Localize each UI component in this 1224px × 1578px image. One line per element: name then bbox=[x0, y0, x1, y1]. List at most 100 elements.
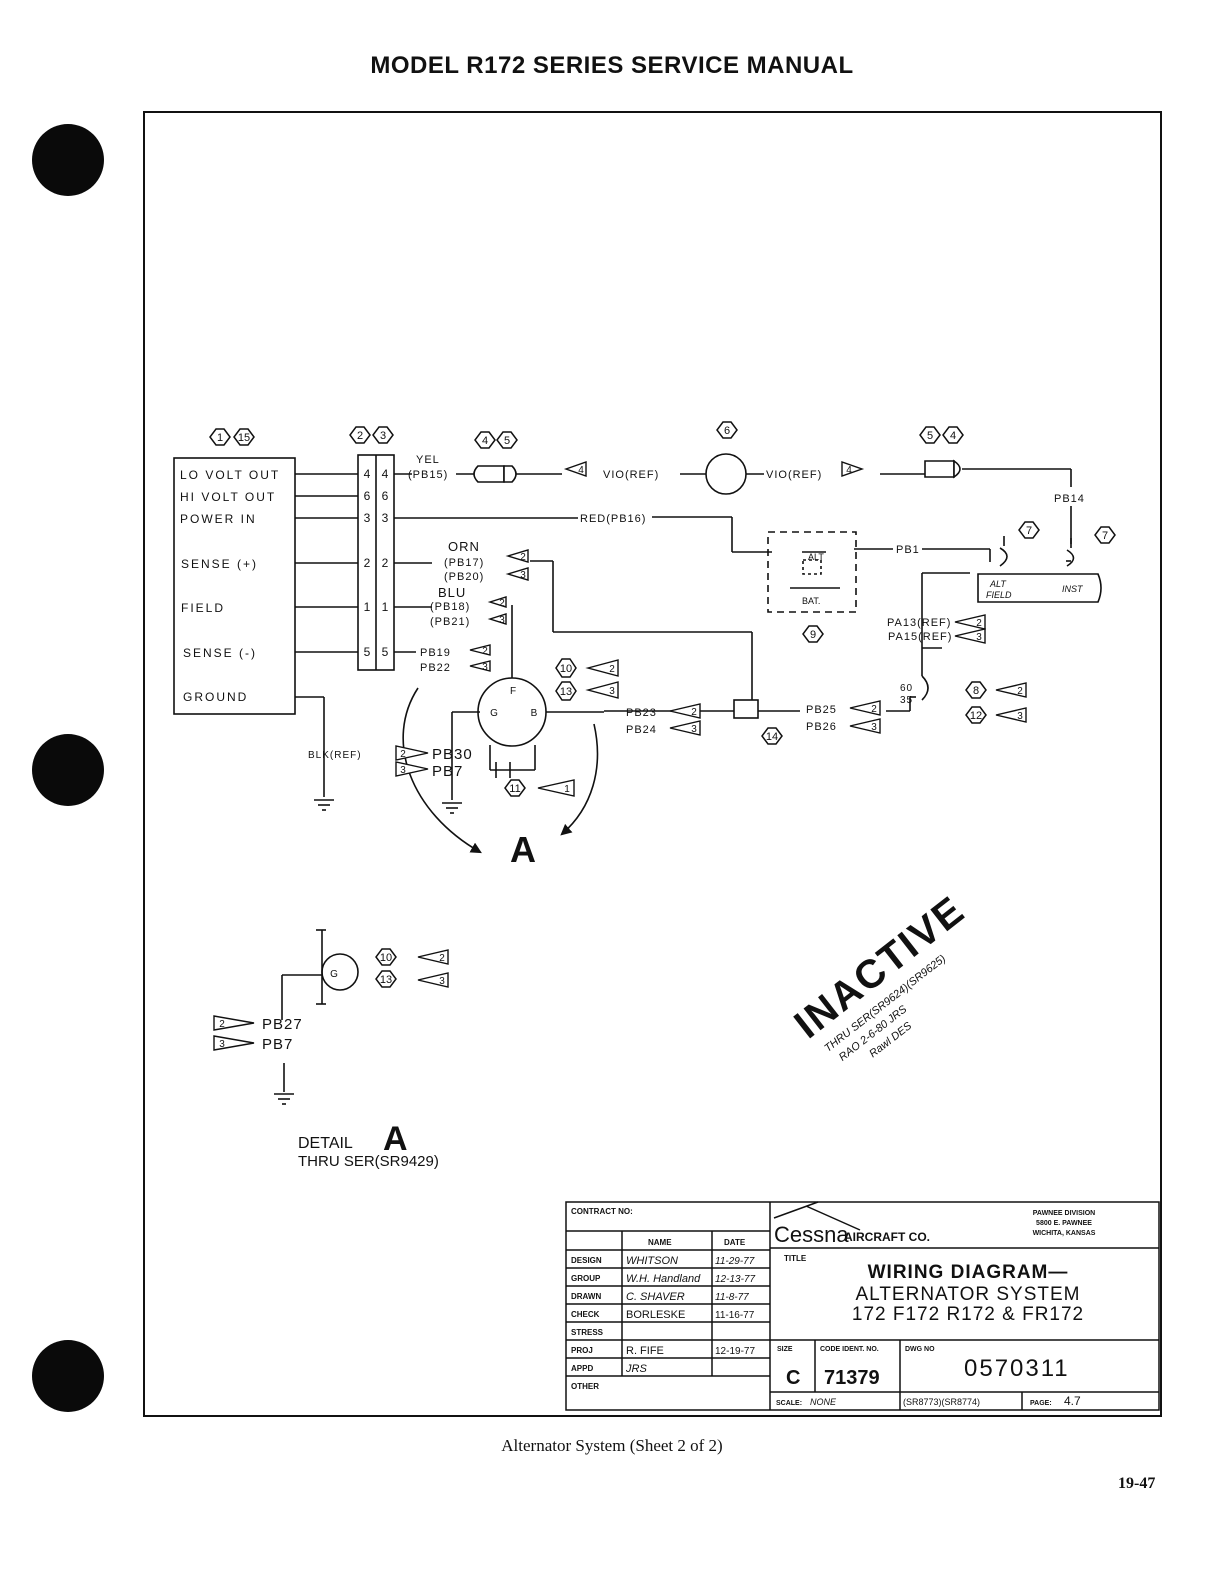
switch-label-alt: ALT bbox=[808, 552, 824, 562]
wire-label-pb23: PB23 bbox=[626, 707, 657, 719]
division-line: PAWNEE DIVISION bbox=[1033, 1210, 1096, 1217]
flag-2: 2 bbox=[499, 598, 505, 609]
binder-hole-bottom bbox=[32, 1340, 104, 1412]
callout-2: 2 bbox=[357, 430, 363, 442]
flag-3: 3 bbox=[691, 724, 697, 735]
title-label: TITLE bbox=[784, 1254, 807, 1263]
terminal-ground: GROUND bbox=[183, 690, 248, 704]
flag-3: 3 bbox=[400, 765, 406, 776]
row-role: GROUP bbox=[571, 1274, 601, 1283]
callout-10: 10 bbox=[560, 663, 572, 675]
flag-4: 4 bbox=[578, 465, 584, 476]
serials: (SR8773)(SR8774) bbox=[903, 1397, 980, 1407]
wire-label-pb25: PB25 bbox=[806, 704, 837, 716]
page-label: PAGE: bbox=[1030, 1400, 1052, 1407]
alternator-terminal-b: B bbox=[531, 708, 538, 719]
flag-2: 2 bbox=[482, 646, 488, 657]
pin-right: 2 bbox=[382, 556, 389, 570]
callout-13: 13 bbox=[560, 686, 572, 698]
flag-3: 3 bbox=[520, 570, 526, 581]
pin-right: 5 bbox=[382, 645, 389, 659]
breaker-label-60: 60 bbox=[900, 683, 913, 694]
contract-label: CONTRACT NO: bbox=[571, 1207, 633, 1216]
terminal-power-in: POWER IN bbox=[180, 512, 257, 526]
pin-right: 1 bbox=[382, 600, 389, 614]
terminal-hi-volt-out: HI VOLT OUT bbox=[180, 490, 276, 504]
row-name: W.H. Handland bbox=[626, 1273, 701, 1285]
flag-3: 3 bbox=[439, 976, 445, 987]
pin-left: 3 bbox=[364, 511, 371, 525]
drawing-title: ALTERNATOR SYSTEM bbox=[856, 1284, 1081, 1305]
terminal-sense-plus: SENSE (+) bbox=[181, 557, 258, 571]
callout-9: 9 bbox=[810, 629, 816, 641]
wire-label-pa15: PA15(REF) bbox=[888, 631, 952, 643]
switch-label-alt-field: FIELD bbox=[986, 590, 1012, 600]
callout-4: 4 bbox=[482, 435, 488, 447]
pin-left: 2 bbox=[364, 556, 371, 570]
binder-hole-top bbox=[32, 124, 104, 196]
wire-label-pb18: (PB18) bbox=[430, 601, 470, 613]
flag-2: 2 bbox=[691, 707, 697, 718]
callout-5: 5 bbox=[927, 430, 933, 442]
switch-label-inst: INST bbox=[1062, 584, 1084, 594]
pin-left: 4 bbox=[364, 467, 371, 481]
scale-label: SCALE: bbox=[776, 1400, 802, 1407]
wire-label-pb15: (PB15) bbox=[408, 469, 448, 481]
date-header: DATE bbox=[724, 1238, 746, 1247]
splice-6 bbox=[705, 453, 747, 495]
row-name: JRS bbox=[625, 1363, 647, 1375]
row-name: C. SHAVER bbox=[626, 1291, 685, 1303]
flag-2: 2 bbox=[439, 953, 445, 964]
row-date: 11-8-77 bbox=[715, 1292, 749, 1303]
division-line: 5800 E. PAWNEE bbox=[1036, 1220, 1092, 1227]
alternator-terminal-f: F bbox=[510, 686, 516, 697]
division-line: WICHITA, KANSAS bbox=[1033, 1230, 1096, 1237]
page-number: 19-47 bbox=[1118, 1475, 1156, 1492]
binder-hole-middle bbox=[32, 734, 104, 806]
row-role: PROJ bbox=[571, 1346, 593, 1355]
wire-label-pb22: PB22 bbox=[420, 662, 451, 674]
callout-11: 11 bbox=[509, 783, 520, 795]
alternator-terminal-g: G bbox=[490, 708, 498, 719]
dwg-no-label: DWG NO bbox=[905, 1346, 935, 1353]
callout-15: 15 bbox=[238, 432, 250, 444]
callout-14: 14 bbox=[766, 731, 778, 743]
wire-label-pb14: PB14 bbox=[1054, 493, 1085, 505]
flag-2: 2 bbox=[520, 552, 526, 563]
row-role: CHECK bbox=[571, 1310, 600, 1319]
flag-3: 3 bbox=[871, 722, 877, 733]
callout-12: 12 bbox=[970, 710, 982, 722]
wire-label-vio-ref: VIO(REF) bbox=[766, 469, 822, 481]
flag-3: 3 bbox=[219, 1039, 225, 1050]
wire-label-yel: YEL bbox=[416, 454, 440, 466]
detail-letter: A bbox=[383, 1120, 408, 1158]
flag-3: 3 bbox=[1017, 711, 1023, 722]
scale-value: NONE bbox=[810, 1397, 837, 1407]
terminal-sense-minus: SENSE (-) bbox=[183, 646, 257, 660]
callout-5: 5 bbox=[504, 435, 510, 447]
pin-right: 3 bbox=[382, 511, 389, 525]
callout-6: 6 bbox=[724, 425, 730, 437]
wire-label-pb24: PB24 bbox=[626, 724, 657, 736]
page-value: 4.7 bbox=[1064, 1394, 1081, 1408]
wire-label-orn: ORN bbox=[448, 539, 480, 554]
flag-3: 3 bbox=[499, 615, 505, 626]
wire-label-pb27: PB27 bbox=[262, 1016, 303, 1033]
flag-2: 2 bbox=[219, 1019, 225, 1030]
switch-label-alt-field: ALT bbox=[989, 579, 1007, 589]
callout-8: 8 bbox=[973, 685, 979, 697]
flag-2: 2 bbox=[400, 749, 406, 760]
wire-label-pb7: PB7 bbox=[432, 763, 463, 780]
row-date: 12-19-77 bbox=[715, 1346, 755, 1357]
company-logo: Cessna bbox=[774, 1222, 849, 1247]
pin-left: 1 bbox=[364, 600, 371, 614]
pin-left: 5 bbox=[364, 645, 371, 659]
flag-3: 3 bbox=[976, 632, 982, 643]
drawing-title: WIRING DIAGRAM— bbox=[868, 1262, 1069, 1283]
row-role: APPD bbox=[571, 1364, 593, 1373]
row-role: STRESS bbox=[571, 1328, 604, 1337]
callout-10: 10 bbox=[380, 952, 392, 964]
figure-caption: Alternator System (Sheet 2 of 2) bbox=[501, 1436, 723, 1455]
callout-7: 7 bbox=[1102, 530, 1108, 542]
name-header: NAME bbox=[648, 1238, 672, 1247]
